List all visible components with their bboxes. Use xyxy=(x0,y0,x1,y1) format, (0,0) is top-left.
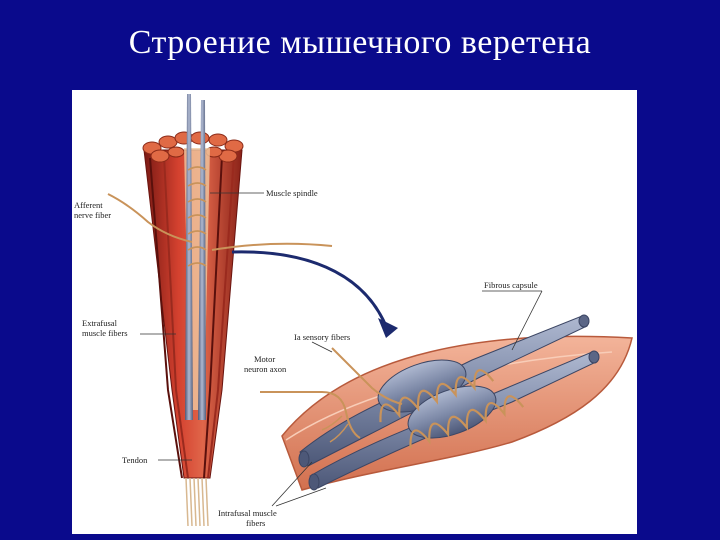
label-afferent-nerve-fiber: Afferent nerve fiber xyxy=(74,200,111,220)
label-ia-sensory-fibers: Ia sensory fibers xyxy=(294,332,350,342)
label-intrafusal-muscle-fibers: Intrafusal muscle fibers xyxy=(218,508,279,528)
slide-title: Строение мышечного веретена xyxy=(128,24,592,61)
zoom-arrow xyxy=(231,250,388,327)
label-extrafusal-muscle-fibers: Extrafusal muscle fibers xyxy=(82,318,128,338)
muscle-spindle-figure: Afferent nerve fiber Muscle spindle Extr… xyxy=(72,90,637,534)
label-fibrous-capsule: Fibrous capsule xyxy=(484,280,538,290)
label-motor-neuron-axon: Motor neuron axon xyxy=(244,354,287,374)
muscle-spindle-small xyxy=(184,94,210,420)
motor-neuron-axon xyxy=(260,391,361,439)
afferent-nerve-fiber xyxy=(107,193,193,243)
label-tendon: Tendon xyxy=(122,455,148,465)
label-muscle-spindle: Muscle spindle xyxy=(266,188,318,198)
enlarged-spindle xyxy=(260,314,633,491)
